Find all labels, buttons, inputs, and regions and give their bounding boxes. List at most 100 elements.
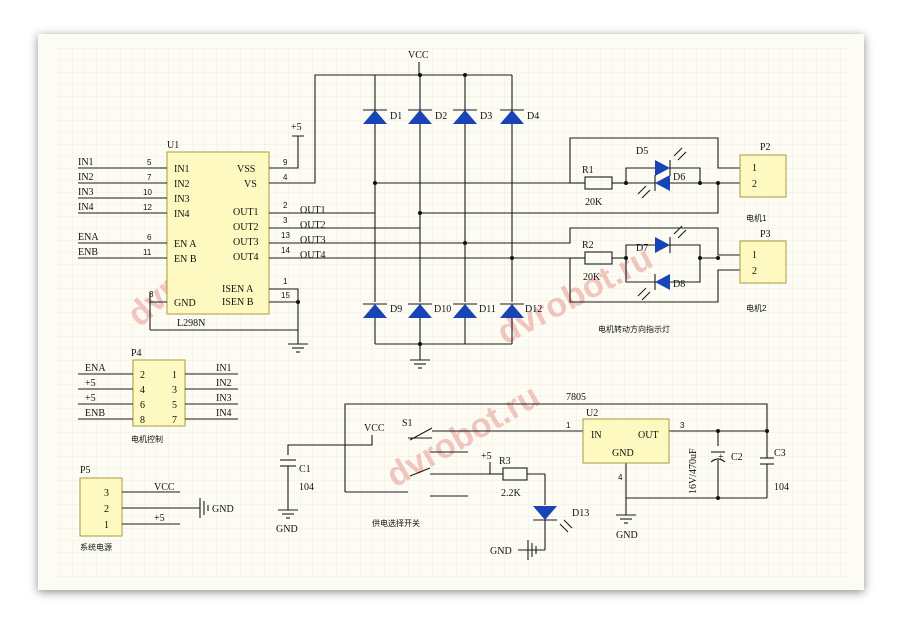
p3-label: 电机2 xyxy=(746,303,767,313)
pin-num-10: 10 xyxy=(143,188,152,197)
net-out2: OUT2 xyxy=(300,220,326,231)
gnd-symbol-bridge xyxy=(410,359,430,369)
diode-d9-icon xyxy=(363,304,387,318)
led-d7-icon xyxy=(655,237,670,253)
pin-num-9: 9 xyxy=(283,158,288,167)
pin-num-8: 8 xyxy=(149,290,154,299)
p4-pin5: 5 xyxy=(172,400,177,411)
plus5-label-u1: +5 xyxy=(291,122,302,133)
diode-d1-icon xyxy=(363,110,387,124)
pin-label-in2: IN2 xyxy=(174,179,190,190)
pin-num-3: 3 xyxy=(283,216,288,225)
gnd-label-c1: GND xyxy=(276,524,298,535)
led-d5-icon xyxy=(655,160,670,176)
p5-net-vcc: VCC xyxy=(154,482,175,493)
resistor-r2 xyxy=(584,251,613,265)
resistor-r3 xyxy=(502,467,528,481)
vcc-label-s1: VCC xyxy=(364,423,385,434)
diodes-bottom: D9 D10 D11 D12 xyxy=(363,303,542,318)
pin-label-ena: EN A xyxy=(174,239,197,250)
reg-out-label: OUT xyxy=(638,430,659,441)
r1-ref: R1 xyxy=(582,165,594,176)
p2-label: 电机1 xyxy=(746,213,767,223)
r2-value: 20K xyxy=(583,272,601,283)
diode-d3-icon xyxy=(453,110,477,124)
p4-net-in3: IN3 xyxy=(216,393,232,404)
p4-net-ena: ENA xyxy=(85,363,106,374)
pin-num-12: 12 xyxy=(143,203,152,212)
p2-pin2: 2 xyxy=(752,179,757,190)
plus5-label-r3: +5 xyxy=(481,451,492,462)
p3-ref: P3 xyxy=(760,229,771,240)
p4-pin6: 6 xyxy=(140,400,145,411)
c2-ref: C2 xyxy=(731,452,743,463)
u1-left-wires xyxy=(78,167,167,303)
connector-p5: P5 3 2 1 VCC +5 GND 系统电源 xyxy=(79,465,234,552)
pin-label-enb: EN B xyxy=(174,254,197,265)
label-d12: D12 xyxy=(525,304,542,315)
net-out1: OUT1 xyxy=(300,205,326,216)
pin-num-5: 5 xyxy=(147,158,152,167)
junction-c3 xyxy=(765,429,769,433)
connector-p2: P2 1 2 电机1 xyxy=(739,142,787,223)
r1-value: 20K xyxy=(585,197,603,208)
connector-p3: P3 1 2 电机2 xyxy=(739,229,787,313)
s1-ref: S1 xyxy=(402,418,413,429)
p5-pin2: 2 xyxy=(104,504,109,515)
reg-part: 7805 xyxy=(566,392,586,403)
net-in4: IN4 xyxy=(78,202,94,213)
pin-label-in4: IN4 xyxy=(174,209,190,220)
gnd-symbol-u1 xyxy=(288,343,308,353)
c3-ref: C3 xyxy=(774,448,786,459)
power-wiring xyxy=(278,403,774,560)
label-d13: D13 xyxy=(572,508,589,519)
u1-left-pins: IN1 IN2 IN3 IN4 ENA ENB 5 7 10 12 6 11 8… xyxy=(78,157,197,309)
pin-num-7: 7 xyxy=(147,173,152,182)
pin-num-2: 2 xyxy=(283,201,288,210)
junction-dots xyxy=(296,73,720,346)
label-d9: D9 xyxy=(390,304,402,315)
c1-ref: C1 xyxy=(299,464,311,475)
p4-net-plus5-b: +5 xyxy=(85,393,96,404)
diode-d2-icon xyxy=(408,110,432,124)
diode-d4-icon xyxy=(500,110,524,124)
p4-ref: P4 xyxy=(131,348,142,359)
p4-pin1: 1 xyxy=(172,370,177,381)
u1-right-pins: VSS VS OUT1 OUT2 OUT3 OUT4 ISEN A ISEN B… xyxy=(222,158,326,308)
label-d10: D10 xyxy=(434,304,451,315)
pin-label-vs: VS xyxy=(244,179,257,190)
p4-pin8: 8 xyxy=(140,415,145,426)
net-in2: IN2 xyxy=(78,172,94,183)
s1-label: 供电选择开关 xyxy=(372,518,420,528)
net-out4: OUT4 xyxy=(300,250,326,261)
pin-num-11: 11 xyxy=(143,248,152,257)
pin-num-6: 6 xyxy=(147,233,152,242)
resistor-r1 xyxy=(584,176,613,190)
r2-ref: R2 xyxy=(582,240,594,251)
pin-label-in3: IN3 xyxy=(174,194,190,205)
led-pair-motor2: D7 D8 xyxy=(636,225,687,301)
diode-d10-icon xyxy=(408,304,432,318)
p4-net-plus5-a: +5 xyxy=(85,378,96,389)
diode-d11-icon xyxy=(453,304,477,318)
pin-num-13: 13 xyxy=(281,231,290,240)
pin-label-out3: OUT3 xyxy=(233,237,259,248)
p5-label: 系统电源 xyxy=(80,542,112,552)
indicator-label: 电机转动方向指示灯 xyxy=(598,324,670,334)
reg-pin-out: 3 xyxy=(680,421,685,430)
p5-pin3: 3 xyxy=(104,488,109,499)
pin-num-4: 4 xyxy=(283,173,288,182)
label-d2: D2 xyxy=(435,111,447,122)
main-wiring xyxy=(149,62,740,360)
c2-plus: + xyxy=(718,452,724,463)
p4-net-in4: IN4 xyxy=(216,408,232,419)
p4-label: 电机控制 xyxy=(131,434,163,444)
pin-label-gnd: GND xyxy=(174,298,196,309)
reg-pin-gnd: 4 xyxy=(618,473,623,482)
net-enb: ENB xyxy=(78,247,98,258)
u1-ref: U1 xyxy=(167,140,179,151)
reg-pin-in: 1 xyxy=(566,421,571,430)
r3-ref: R3 xyxy=(499,456,511,467)
u1-name: L298N xyxy=(177,318,205,329)
u1-l298n: U1 L298N IN1 IN2 IN3 IN4 ENA ENB 5 7 10 … xyxy=(78,140,326,329)
